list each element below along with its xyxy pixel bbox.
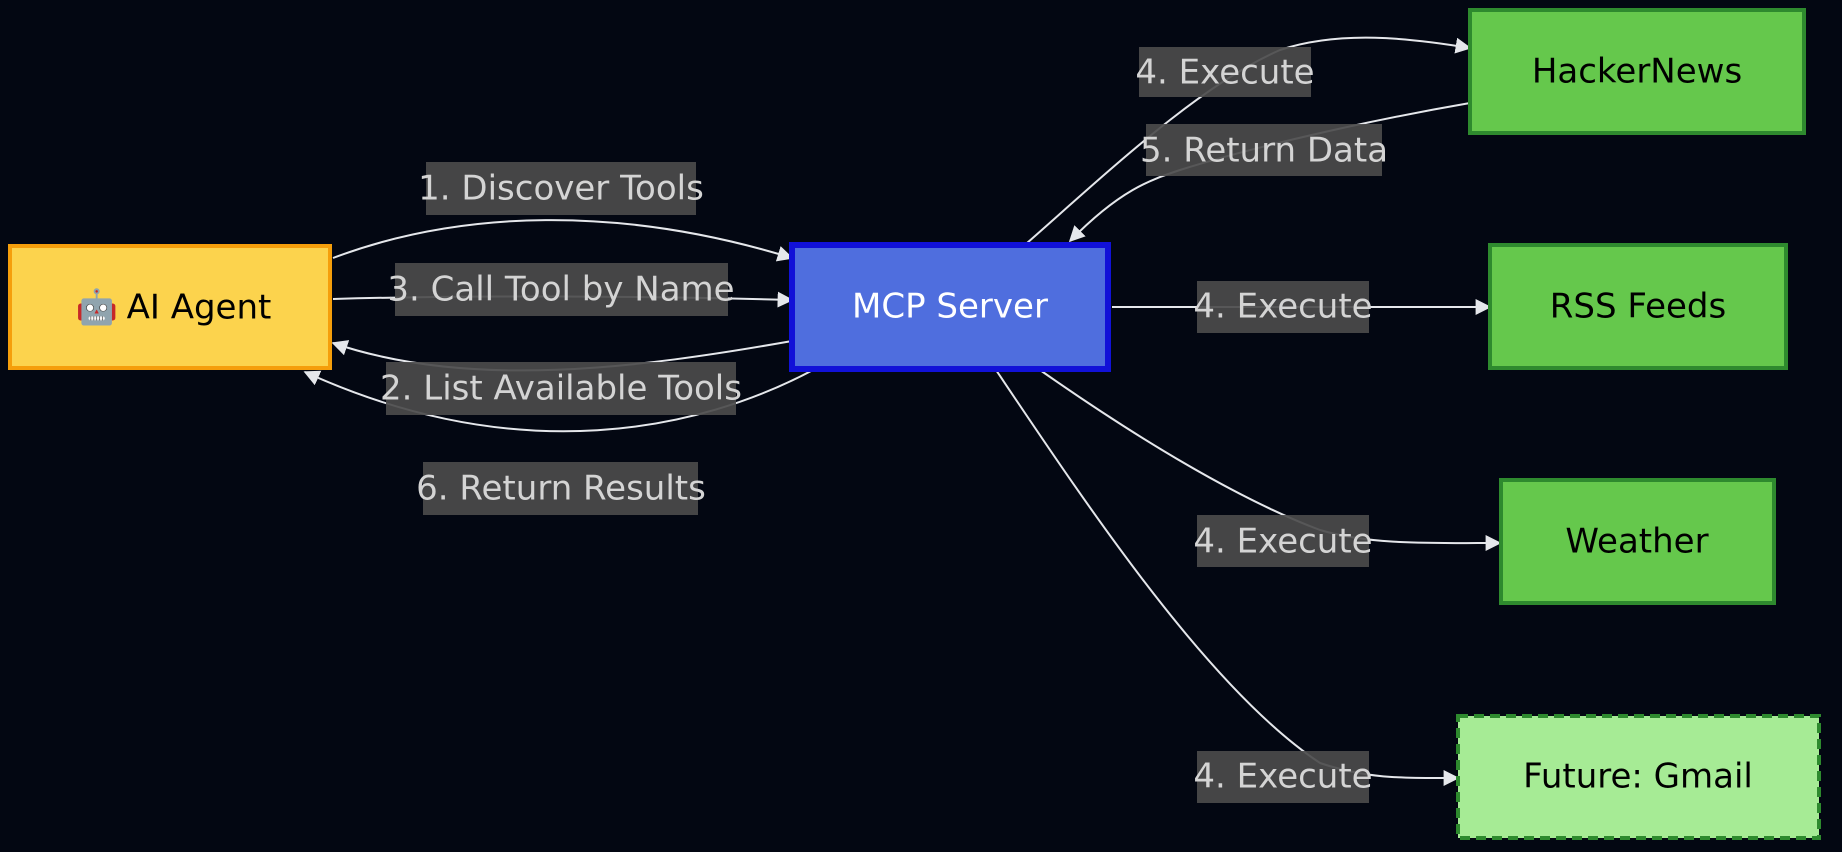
weather-node: Weather xyxy=(1499,478,1776,605)
mcp-server-node: MCP Server xyxy=(789,242,1111,372)
edge-label-call-tool-by-name-text: 3. Call Tool by Name xyxy=(387,270,734,310)
hackernews-node: HackerNews xyxy=(1468,8,1806,135)
edge-label-execute-rss-text: 4. Execute xyxy=(1193,287,1372,327)
edge-label-execute-gmail: 4. Execute xyxy=(1193,751,1373,803)
future-gmail-label: Future: Gmail xyxy=(1523,757,1753,797)
edge-label-return-results: 6. Return Results xyxy=(416,462,706,515)
edge-label-execute-gmail-text: 4. Execute xyxy=(1193,757,1372,797)
edge-label-execute-hackernews: 4. Execute xyxy=(1135,47,1315,97)
edge-label-return-data-text: 5. Return Data xyxy=(1140,131,1388,171)
weather-label: Weather xyxy=(1565,522,1708,562)
edge-execute-gmail xyxy=(995,369,1460,787)
mcp-server-label: MCP Server xyxy=(852,287,1048,327)
edge-label-discover-tools-text: 1. Discover Tools xyxy=(418,169,704,209)
ai-agent-node: 🤖 AI Agent xyxy=(8,244,332,370)
edge-label-discover-tools: 1. Discover Tools xyxy=(418,162,704,215)
edge-label-execute-rss: 4. Execute xyxy=(1193,281,1373,333)
robot-icon: 🤖 xyxy=(76,288,118,328)
edge-label-list-available-tools-text: 2. List Available Tools xyxy=(380,369,742,409)
rss-feeds-label: RSS Feeds xyxy=(1550,287,1726,327)
edge-label-call-tool-by-name: 3. Call Tool by Name xyxy=(387,263,735,316)
future-gmail-node: Future: Gmail xyxy=(1456,714,1821,840)
edge-label-execute-weather-text: 4. Execute xyxy=(1193,522,1372,562)
ai-agent-label: AI Agent xyxy=(127,288,272,328)
edge-label-list-available-tools: 2. List Available Tools xyxy=(380,362,742,415)
edge-label-execute-weather: 4. Execute xyxy=(1193,515,1373,567)
rss-feeds-node: RSS Feeds xyxy=(1488,243,1788,370)
hackernews-label: HackerNews xyxy=(1532,52,1742,92)
edge-label-execute-hackernews-text: 4. Execute xyxy=(1135,53,1314,93)
edge-label-return-data: 5. Return Data xyxy=(1140,124,1388,176)
edge-label-return-results-text: 6. Return Results xyxy=(416,469,706,509)
edge-discover-tools xyxy=(332,219,794,262)
